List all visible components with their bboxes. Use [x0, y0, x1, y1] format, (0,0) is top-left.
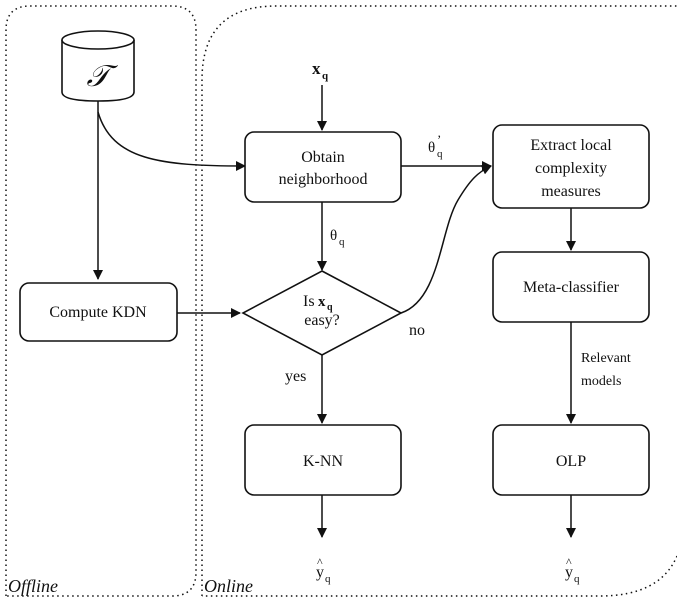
obtain-neighborhood-box [244, 131, 402, 203]
decision-line-2: easy? [304, 312, 340, 329]
knn-output-y: y [316, 564, 324, 581]
compute-kdn-box [19, 282, 178, 342]
theta-prime-label: θ [428, 140, 435, 156]
edge-data-to-neighborhood [97, 111, 246, 171]
yes-label: yes [285, 368, 306, 385]
no-label: no [409, 322, 425, 339]
olp-output-hat: ^ [566, 555, 572, 569]
offline-label: Offline [8, 576, 58, 596]
obtain-line-1: Obtain [301, 149, 345, 166]
online-region [201, 5, 677, 597]
meta-classifier-label: Meta-classifier [523, 279, 620, 296]
knn-output-hat: ^ [317, 555, 323, 569]
extract-line-3: measures [541, 183, 601, 200]
input-x-subscript: q [322, 70, 329, 82]
olp-output-subscript: q [574, 573, 580, 585]
theta-prime-subscript: q [437, 148, 443, 160]
edge-decision-no [400, 165, 492, 314]
input-x-label: x [312, 59, 321, 78]
offline-region [5, 5, 197, 597]
decision-x-subscript: q [327, 302, 333, 313]
knn-box [244, 424, 402, 496]
theta-subscript: q [339, 236, 345, 248]
extract-line-1: Extract local [530, 137, 612, 154]
theta-prime-mark: ’ [437, 132, 441, 147]
dataset-cylinder: 𝒯 [61, 30, 135, 102]
extract-line-2: complexity [535, 160, 607, 177]
olp-output-y: y [565, 564, 573, 581]
olp-label: OLP [556, 453, 586, 470]
decision-line-1-prefix: Is [303, 293, 315, 310]
relevant-line-1: Relevant [581, 351, 631, 366]
compute-kdn-label: Compute KDN [49, 304, 147, 321]
obtain-line-2: neighborhood [279, 171, 368, 188]
online-label: Online [204, 576, 253, 596]
decision-x: x [318, 294, 326, 310]
relevant-line-2: models [581, 374, 621, 389]
knn-output-subscript: q [325, 573, 331, 585]
theta-label: θ [330, 228, 337, 244]
knn-label: K-NN [303, 453, 343, 470]
